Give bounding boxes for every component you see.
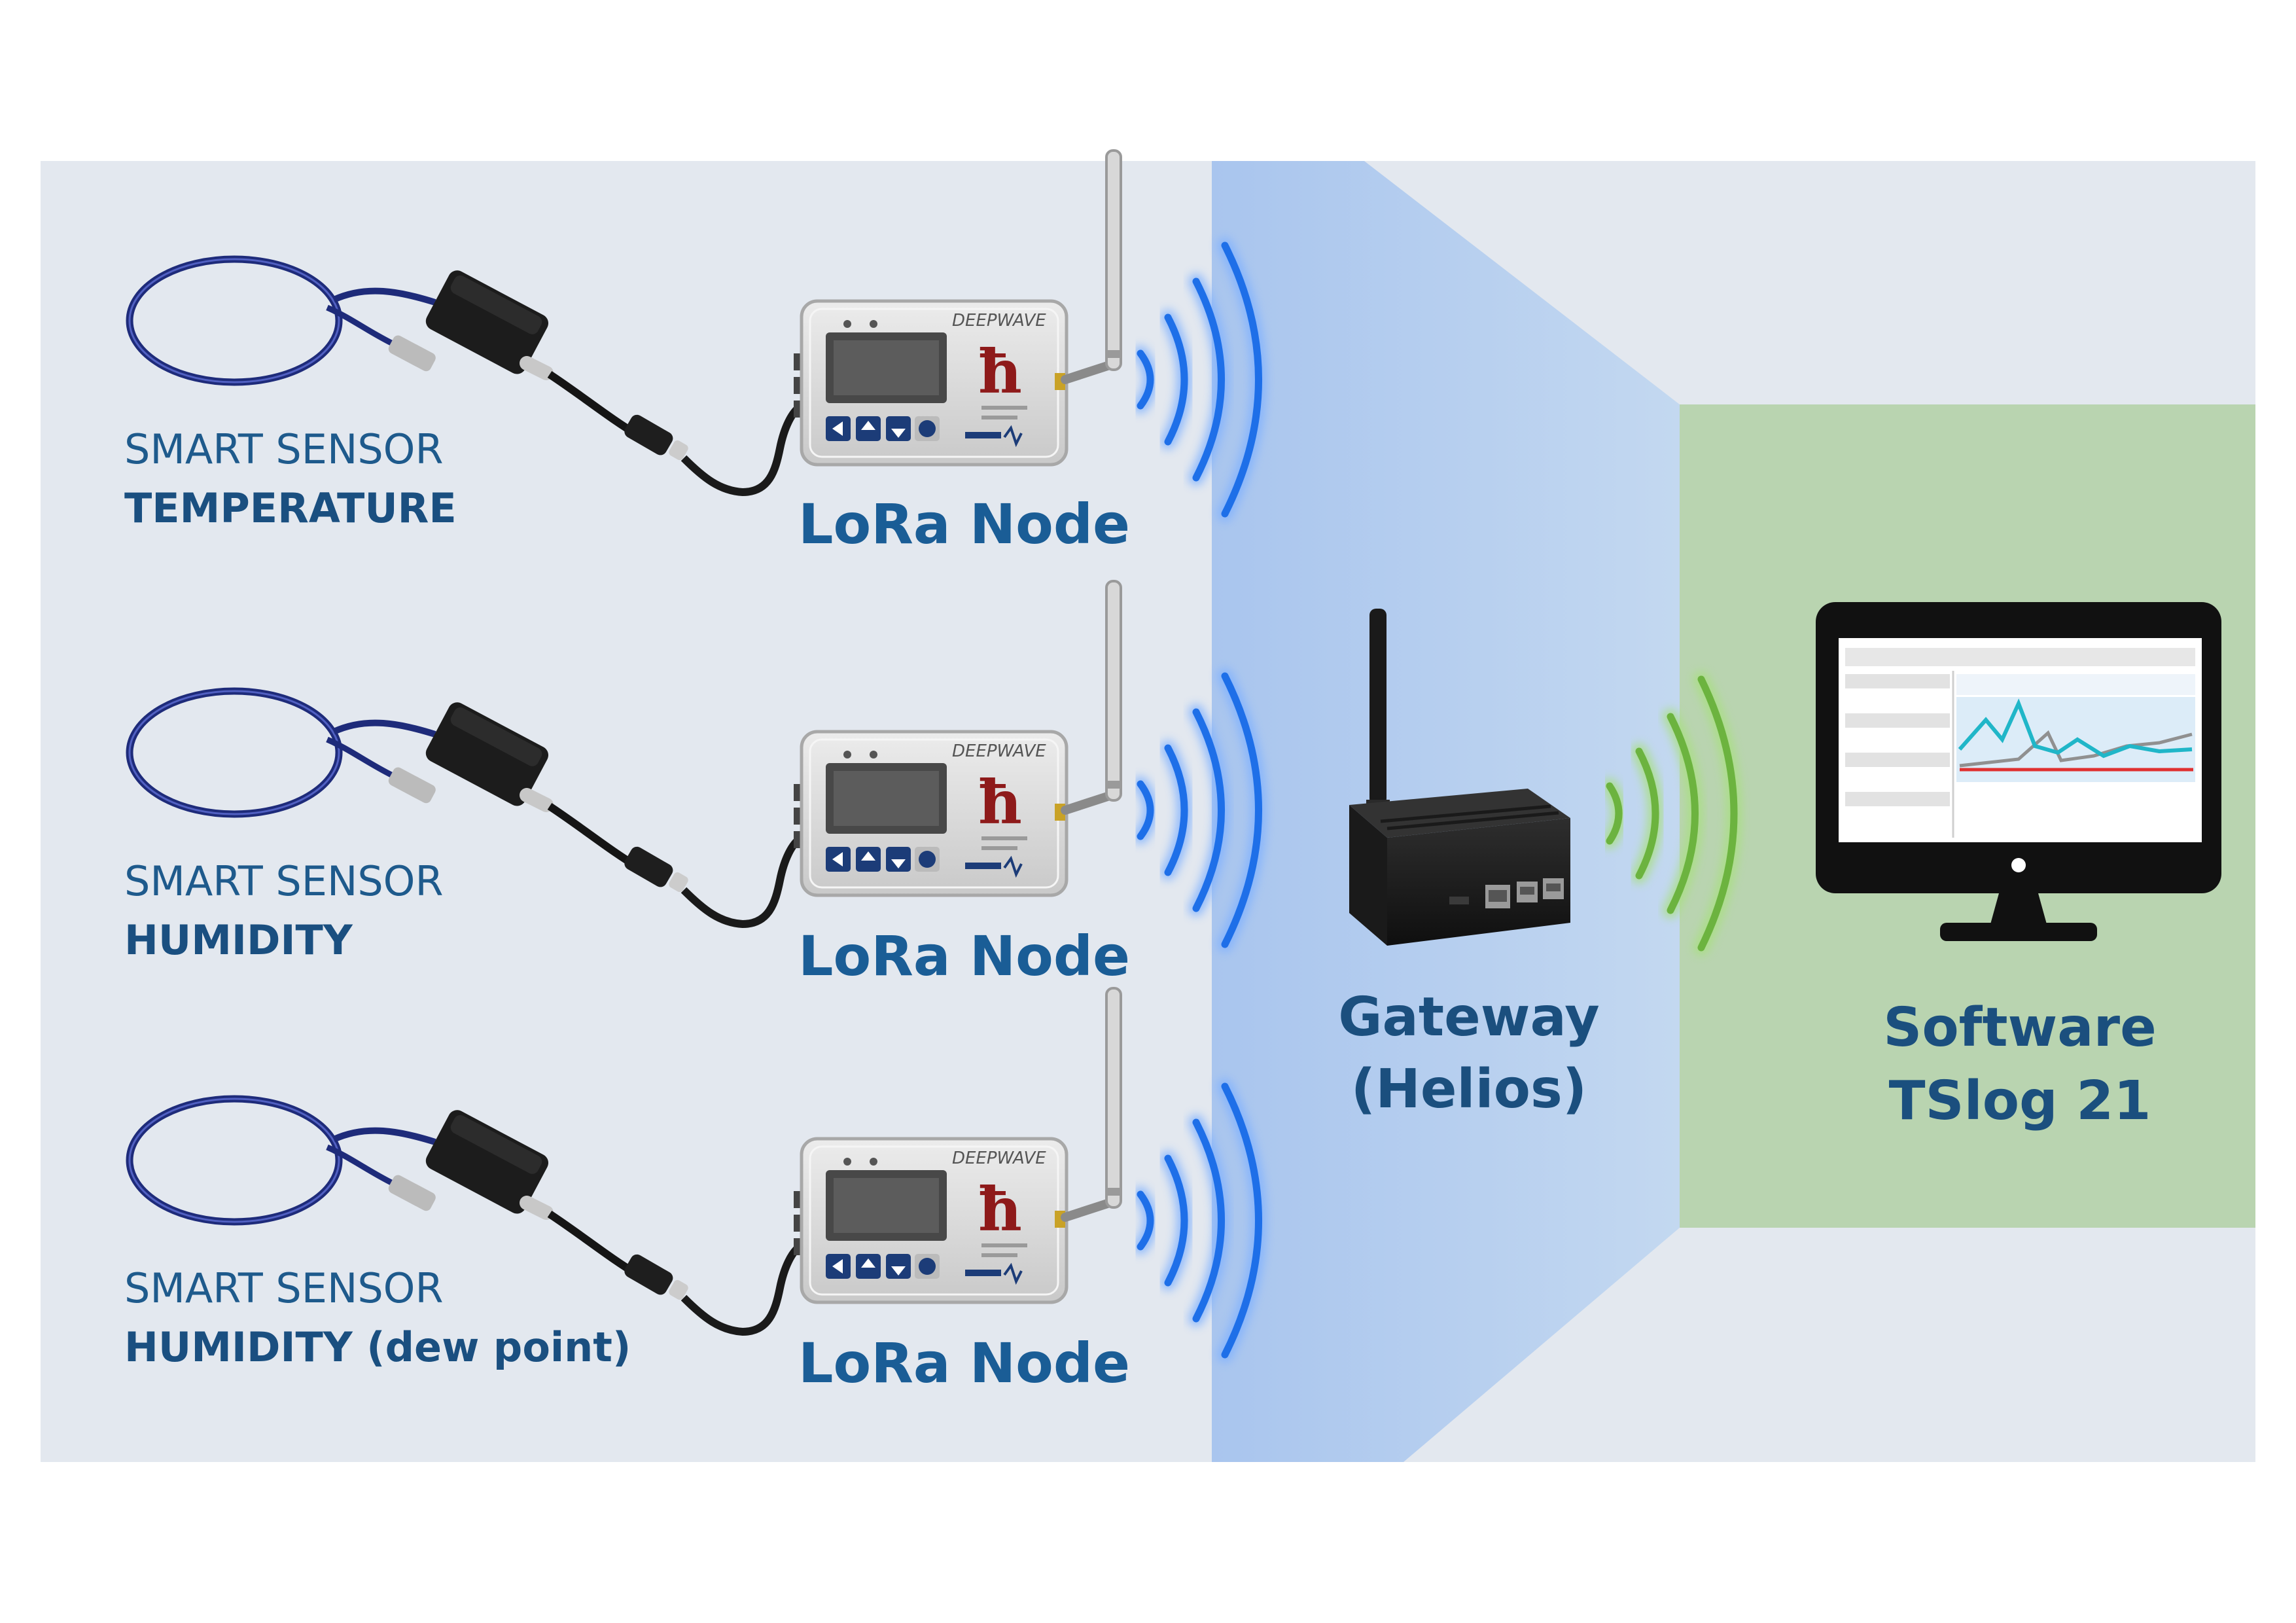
sensor-row-3: SMART SENSOR HUMIDITY (dew point) LoRa N…	[124, 988, 1259, 1395]
software-label-line1: Software	[1883, 997, 2156, 1059]
wifi-signal-icon	[1602, 671, 1742, 955]
sensor-row-2: SMART SENSOR HUMIDITY LoRa Node	[124, 581, 1259, 988]
gateway-label-line2: (Helios)	[1351, 1058, 1587, 1120]
sensor-3-line2: HUMIDITY (dew point)	[124, 1323, 631, 1371]
sensor-1-line2: TEMPERATURE	[124, 484, 457, 532]
sensor-2-line2: HUMIDITY	[124, 916, 353, 964]
lora-node-3-label: LoRa Node	[798, 1331, 1130, 1395]
monitor-icon	[1816, 602, 2221, 941]
gateway-label-line1: Gateway	[1338, 986, 1599, 1048]
sensor-row-1: SMART SENSOR TEMPERATURE LoRa Node	[124, 151, 1259, 556]
lora-node-2-label: LoRa Node	[798, 924, 1130, 988]
sensor-3-line1: SMART SENSOR	[124, 1264, 444, 1312]
gateway-device-icon	[1349, 609, 1570, 946]
sensor-2-line1: SMART SENSOR	[124, 857, 444, 905]
software-label-line2: TSlog 21	[1889, 1070, 2151, 1132]
sensor-1-line1: SMART SENSOR	[124, 425, 444, 473]
lora-node-1-label: LoRa Node	[798, 492, 1130, 556]
